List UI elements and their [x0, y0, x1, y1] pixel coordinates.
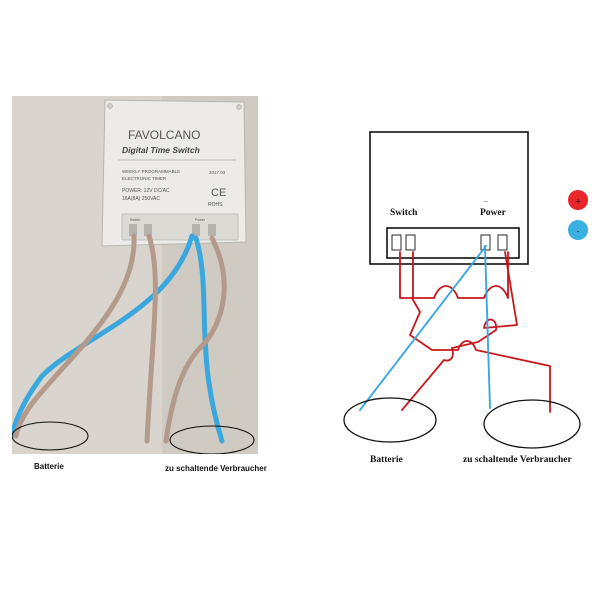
terminal-switch-label: Switch	[130, 218, 140, 222]
legend-minus-symbol: -	[577, 228, 580, 236]
terminal-4	[208, 224, 216, 236]
wiring-photo: FAVOLCANO Digital Time Switch WEEKLY PRO…	[12, 96, 258, 454]
red-wire-switch-left	[399, 251, 509, 299]
photo-wire-blue-battery	[12, 233, 195, 439]
legend-plus-symbol: +	[575, 198, 581, 206]
terminal-block	[386, 227, 520, 259]
device-rohs: ROHS	[208, 202, 223, 208]
photo-load-ellipse	[169, 425, 255, 454]
diagram-power-dash: –	[483, 197, 488, 205]
photo-caption-battery: Batterie	[34, 462, 64, 471]
screw-hole-top-left	[107, 103, 113, 109]
device-line2: ELECTRONIC TIMER	[122, 176, 167, 181]
terminal-3	[192, 224, 200, 236]
diagram-caption-battery: Batterie	[370, 455, 403, 465]
device-box	[369, 131, 529, 265]
terminal-2	[144, 224, 152, 236]
diagram-switch-label: Switch	[390, 208, 418, 218]
diagram-terminal-2	[405, 234, 416, 251]
terminal-1	[129, 224, 137, 236]
device-brand: FAVOLCANO	[128, 128, 200, 142]
device-product: Digital Time Switch	[122, 145, 200, 155]
blue-wire-battery	[359, 245, 487, 411]
diagram-terminal-4	[497, 234, 508, 251]
photo-caption-load: zu schaltende Verbraucher	[165, 464, 267, 473]
terminal-strip	[121, 213, 239, 241]
photo-wire-brown-switch-left	[13, 233, 137, 439]
photo-wire-brown-power	[163, 235, 227, 444]
blue-wire-load	[484, 245, 491, 409]
legend-plus-dot	[568, 190, 588, 210]
battery-ellipse	[343, 397, 437, 443]
red-wire-power	[401, 251, 518, 411]
device-ce: CE	[211, 187, 226, 199]
timer-device: FAVOLCANO Digital Time Switch WEEKLY PRO…	[101, 99, 247, 247]
device-rating: 16A(8A) 250VAC	[122, 196, 160, 202]
screw-hole-top-right	[236, 104, 242, 110]
device-date: 2017.03	[209, 170, 226, 175]
diagram-caption-load: zu schaltende Verbraucher	[463, 455, 572, 465]
photo-battery-ellipse	[12, 421, 89, 451]
red-wire-switch-right	[409, 251, 551, 413]
diagram-terminal-1	[391, 234, 402, 251]
diagram-power-label: Power	[480, 208, 507, 218]
photo-wire-blue-load	[193, 235, 225, 444]
device-power: POWER: 12V DC/AC	[122, 188, 170, 194]
terminal-power-label: Power	[195, 218, 206, 222]
legend-minus-dot	[568, 220, 588, 240]
photo-wire-brown-switch-right	[144, 233, 158, 444]
device-line1: WEEKLY PROGRAMMABLE	[122, 169, 180, 174]
load-ellipse	[483, 399, 581, 449]
